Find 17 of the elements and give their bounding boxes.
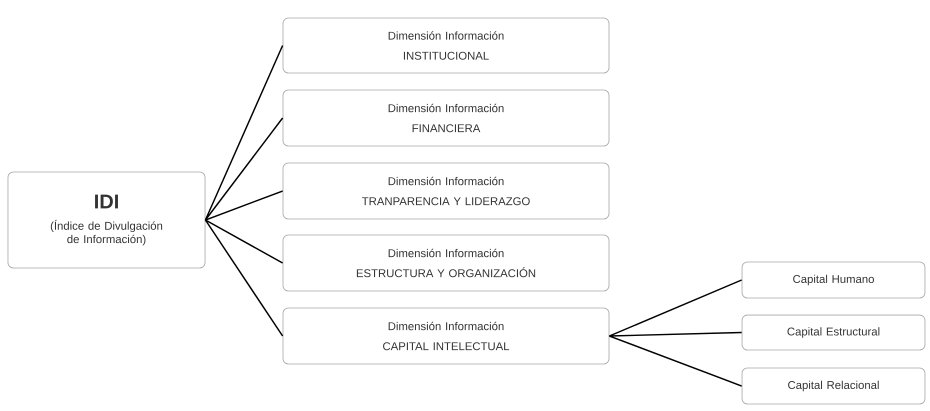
connector-line (204, 45, 284, 220)
dimension-box: Dimensión Información ESTRUCTURA Y ORGANIZACIÓN (282, 234, 610, 292)
dimension-box: Dimensión Información FINANCIERA (282, 90, 610, 146)
connector-line (609, 279, 742, 337)
dimension-box: Dimensión Información CAPITAL INTELECTUAL (282, 308, 610, 364)
root-box: IDI (Índice de Divulgación de Información) (8, 172, 206, 268)
connector-line (609, 332, 742, 337)
capital-box: Capital Relacional (742, 368, 926, 404)
dimension-box: Dimensión Información TRANPARENCIA Y LIDERAZGO (282, 162, 610, 220)
connector-line (204, 220, 284, 336)
dimension-box: Dimensión Información INSTITUCIONAL (282, 18, 610, 74)
connector-line (205, 190, 283, 221)
connector-line (204, 118, 284, 220)
connector-line (609, 335, 742, 387)
capital-box: Capital Humano (742, 262, 926, 298)
capital-box: Capital Estructural (742, 314, 926, 350)
connector-line (205, 219, 283, 264)
